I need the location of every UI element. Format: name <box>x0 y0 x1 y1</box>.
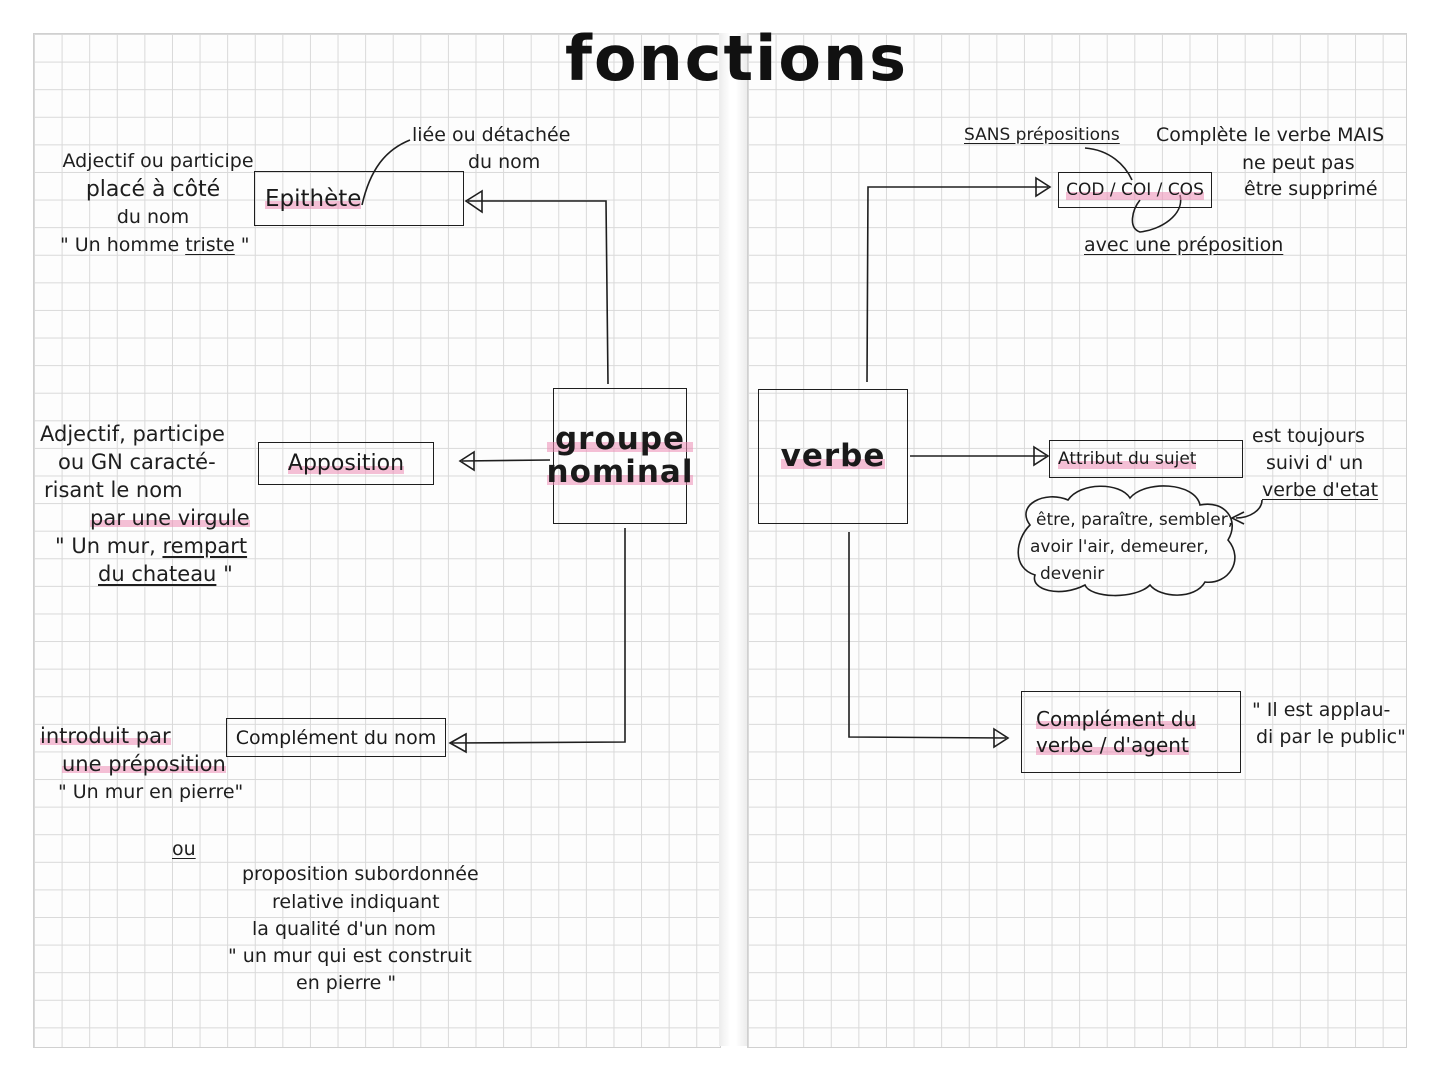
complement-nom-desc1: introduit par <box>40 724 171 748</box>
cod-bottom-note: avec une préposition <box>1084 234 1284 256</box>
verbe-label: verbe <box>780 438 886 474</box>
agent-example-1: " Il est applau- <box>1252 699 1391 721</box>
apposition-desc-highlight: par une virgule <box>90 506 250 530</box>
apposition-desc-line2: ou GN caracté- <box>58 450 216 474</box>
epithete-desc-line2: placé à côté <box>85 177 221 202</box>
epithete-example-word: triste <box>185 234 235 256</box>
epithete-desc-line3: du nom <box>116 206 190 228</box>
epithete-note-line2: du nom <box>468 151 541 173</box>
cod-top-note: SANS prépositions <box>964 125 1120 145</box>
cod-side-note-2: ne peut pas <box>1242 152 1355 174</box>
apposition-desc-line1: Adjectif, participe <box>40 422 225 446</box>
apposition-example: " Un mur, rempart <box>55 534 248 558</box>
agent-example-2: di par le public" <box>1256 726 1406 748</box>
epithete-desc-line1: Adjectif ou participe <box>62 150 254 172</box>
relative-line5: en pierre " <box>296 972 397 994</box>
cod-label: COD / COI / COS <box>1066 177 1204 203</box>
relative-line1: proposition subordonnée <box>242 863 479 885</box>
page-title: fonctions <box>565 22 908 95</box>
cloud-line3: devenir <box>1040 564 1105 584</box>
complement-agent-box: Complément du verbe / d'agent <box>1021 691 1241 773</box>
epithete-example: " Un homme triste " <box>60 234 250 256</box>
cod-side-note-1: Complète le verbe MAIS <box>1156 124 1385 146</box>
cloud-line1: être, paraître, sembler, <box>1036 510 1234 530</box>
groupe-nominal-line2: nominal <box>546 454 694 490</box>
complement-nom-box: Complément du nom <box>226 718 446 757</box>
complement-nom-desc2: une préposition <box>62 752 226 776</box>
relative-line3: la qualité d'un nom <box>252 918 437 940</box>
apposition-example-2: du chateau " <box>98 562 233 586</box>
attribut-note-2: suivi d' un <box>1266 452 1364 474</box>
verbe-node: verbe <box>758 389 908 524</box>
epithete-label: Epithète <box>265 185 362 212</box>
apposition-box: Apposition <box>258 442 434 485</box>
relative-line2: relative indiquant <box>272 891 440 913</box>
epithete-note-line1: liée ou détachée <box>412 124 571 146</box>
attribut-note-1: est toujours <box>1252 425 1365 447</box>
epithete-box: Epithète <box>254 171 464 226</box>
groupe-nominal-node: groupe nominal <box>546 388 694 524</box>
ou-label: ou <box>172 838 196 860</box>
complement-nom-example: " Un mur en pierre" <box>58 781 244 803</box>
attribut-label: Attribut du sujet <box>1058 446 1197 472</box>
cod-side-note-3: être supprimé <box>1244 178 1378 200</box>
attribut-note-3: verbe d'etat <box>1262 479 1379 501</box>
page-gutter <box>719 33 747 1046</box>
apposition-desc-line3: risant le nom <box>44 478 183 502</box>
relative-line4: " un mur qui est construit <box>228 945 472 967</box>
attribut-box: Attribut du sujet <box>1049 440 1243 478</box>
cod-box: COD / COI / COS <box>1058 172 1212 208</box>
apposition-label: Apposition <box>287 450 405 477</box>
complement-agent-line2: verbe / d'agent <box>1036 732 1189 758</box>
complement-nom-label: Complément du nom <box>235 726 437 749</box>
cloud-line2: avoir l'air, demeurer, <box>1030 537 1209 557</box>
complement-agent-line1: Complément du <box>1036 706 1197 732</box>
groupe-nominal-line1: groupe <box>546 423 694 456</box>
